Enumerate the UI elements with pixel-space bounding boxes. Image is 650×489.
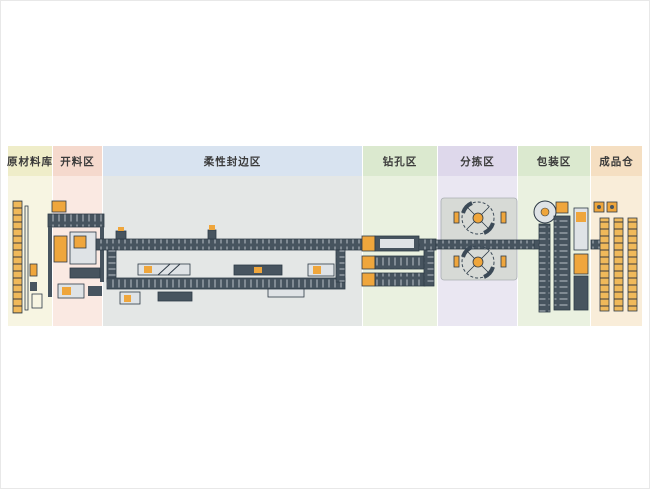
zone-drilling-area: 钻孔区 <box>363 146 438 326</box>
zone-label-raw-material-warehouse: 原材料库 <box>7 146 53 176</box>
zone-body-packaging-area <box>518 176 591 326</box>
zone-label-packaging-area: 包装区 <box>518 146 591 176</box>
zone-label-finished-goods-warehouse: 成品仓 <box>591 146 643 176</box>
zone-packaging-area: 包装区 <box>518 146 591 326</box>
zone-finished-goods-warehouse: 成品仓 <box>591 146 643 326</box>
zone-sorting-area: 分拣区 <box>438 146 518 326</box>
zone-body-raw-material-warehouse <box>8 176 53 326</box>
zone-label-cutting-area: 开料区 <box>53 146 103 176</box>
zone-body-cutting-area <box>53 176 103 326</box>
zone-raw-material-warehouse: 原材料库 <box>7 146 53 326</box>
zone-label-drilling-area: 钻孔区 <box>363 146 438 176</box>
diagram-canvas: 原材料库 开料区 柔性封边区 钻孔区 分拣区 包装区 <box>7 146 643 326</box>
zone-edge-banding-area: 柔性封边区 <box>103 146 363 326</box>
zone-body-edge-banding-area <box>103 176 363 326</box>
zone-body-drilling-area <box>363 176 438 326</box>
zone-body-sorting-area <box>438 176 518 326</box>
zone-cutting-area: 开料区 <box>53 146 103 326</box>
zone-label-sorting-area: 分拣区 <box>438 146 518 176</box>
zone-body-finished-goods-warehouse <box>591 176 643 326</box>
zone-label-edge-banding-area: 柔性封边区 <box>103 146 363 176</box>
zones-row: 原材料库 开料区 柔性封边区 钻孔区 分拣区 包装区 <box>7 146 643 326</box>
